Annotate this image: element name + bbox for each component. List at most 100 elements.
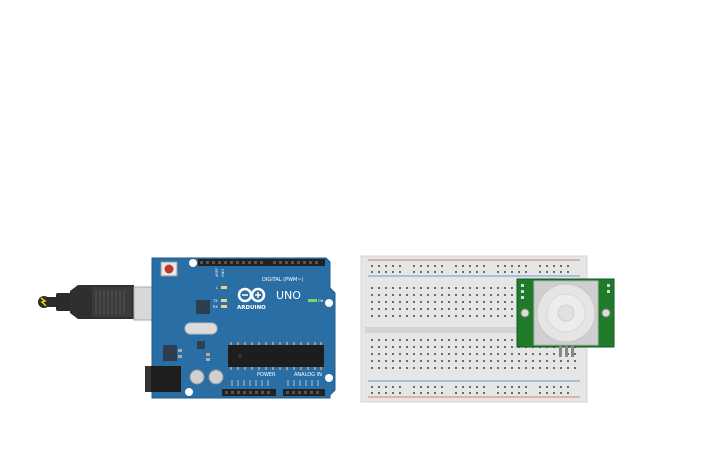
breadboard-hole[interactable]	[546, 271, 548, 273]
breadboard-hole[interactable]	[385, 353, 387, 355]
breadboard-hole[interactable]	[441, 392, 443, 394]
breadboard-hole[interactable]	[378, 346, 380, 348]
breadboard-hole[interactable]	[448, 360, 450, 362]
breadboard-hole[interactable]	[441, 353, 443, 355]
breadboard-hole[interactable]	[434, 367, 436, 369]
breadboard-hole[interactable]	[434, 315, 436, 317]
breadboard-hole[interactable]	[413, 301, 415, 303]
breadboard-hole[interactable]	[371, 294, 373, 296]
breadboard-hole[interactable]	[455, 271, 457, 273]
breadboard-hole[interactable]	[406, 360, 408, 362]
breadboard-hole[interactable]	[399, 315, 401, 317]
breadboard-hole[interactable]	[462, 265, 464, 267]
breadboard-hole[interactable]	[476, 339, 478, 341]
breadboard-hole[interactable]	[392, 271, 394, 273]
breadboard-hole[interactable]	[455, 386, 457, 388]
breadboard-hole[interactable]	[476, 346, 478, 348]
breadboard-hole[interactable]	[434, 360, 436, 362]
breadboard-hole[interactable]	[518, 386, 520, 388]
breadboard-hole[interactable]	[469, 315, 471, 317]
breadboard-hole[interactable]	[385, 386, 387, 388]
breadboard-hole[interactable]	[371, 339, 373, 341]
breadboard-hole[interactable]	[511, 392, 513, 394]
power-rail-top[interactable]	[371, 265, 569, 273]
breadboard-hole[interactable]	[490, 346, 492, 348]
breadboard-hole[interactable]	[539, 265, 541, 267]
breadboard-hole[interactable]	[539, 367, 541, 369]
breadboard-hole[interactable]	[406, 315, 408, 317]
breadboard-hole[interactable]	[371, 367, 373, 369]
breadboard-hole[interactable]	[462, 308, 464, 310]
breadboard-hole[interactable]	[476, 265, 478, 267]
breadboard-hole[interactable]	[476, 301, 478, 303]
breadboard-hole[interactable]	[378, 308, 380, 310]
breadboard-hole[interactable]	[448, 367, 450, 369]
breadboard-hole[interactable]	[448, 315, 450, 317]
breadboard-hole[interactable]	[546, 360, 548, 362]
breadboard-hole[interactable]	[462, 271, 464, 273]
breadboard-hole[interactable]	[504, 308, 506, 310]
breadboard-hole[interactable]	[378, 360, 380, 362]
breadboard-hole[interactable]	[371, 346, 373, 348]
breadboard-hole[interactable]	[378, 392, 380, 394]
breadboard-hole[interactable]	[567, 271, 569, 273]
breadboard-hole[interactable]	[420, 287, 422, 289]
breadboard-hole[interactable]	[399, 265, 401, 267]
breadboard-hole[interactable]	[469, 294, 471, 296]
breadboard-hole[interactable]	[406, 339, 408, 341]
breadboard-hole[interactable]	[371, 392, 373, 394]
breadboard-hole[interactable]	[483, 294, 485, 296]
breadboard-hole[interactable]	[455, 346, 457, 348]
breadboard-hole[interactable]	[497, 308, 499, 310]
breadboard-hole[interactable]	[413, 287, 415, 289]
breadboard-hole[interactable]	[546, 386, 548, 388]
breadboard-hole[interactable]	[553, 367, 555, 369]
breadboard-hole[interactable]	[413, 367, 415, 369]
breadboard-hole[interactable]	[539, 353, 541, 355]
breadboard-hole[interactable]	[455, 294, 457, 296]
breadboard-hole[interactable]	[413, 294, 415, 296]
breadboard-hole[interactable]	[392, 265, 394, 267]
breadboard-hole[interactable]	[378, 301, 380, 303]
breadboard-hole[interactable]	[441, 308, 443, 310]
breadboard-hole[interactable]	[532, 353, 534, 355]
breadboard-hole[interactable]	[434, 265, 436, 267]
breadboard-hole[interactable]	[497, 386, 499, 388]
breadboard-hole[interactable]	[448, 339, 450, 341]
breadboard-hole[interactable]	[385, 367, 387, 369]
breadboard-hole[interactable]	[455, 308, 457, 310]
breadboard-hole[interactable]	[560, 265, 562, 267]
breadboard-hole[interactable]	[567, 265, 569, 267]
breadboard-hole[interactable]	[539, 386, 541, 388]
breadboard-hole[interactable]	[371, 308, 373, 310]
breadboard-hole[interactable]	[441, 346, 443, 348]
breadboard-hole[interactable]	[539, 360, 541, 362]
breadboard-hole[interactable]	[462, 367, 464, 369]
breadboard-hole[interactable]	[483, 339, 485, 341]
breadboard-hole[interactable]	[504, 386, 506, 388]
breadboard-hole[interactable]	[385, 339, 387, 341]
breadboard-hole[interactable]	[469, 346, 471, 348]
breadboard-hole[interactable]	[560, 271, 562, 273]
breadboard-hole[interactable]	[378, 271, 380, 273]
breadboard-hole[interactable]	[525, 360, 527, 362]
breadboard-hole[interactable]	[574, 353, 576, 355]
breadboard-hole[interactable]	[371, 315, 373, 317]
breadboard-hole[interactable]	[462, 301, 464, 303]
breadboard-hole[interactable]	[378, 367, 380, 369]
breadboard-hole[interactable]	[497, 294, 499, 296]
breadboard-hole[interactable]	[483, 301, 485, 303]
breadboard-hole[interactable]	[434, 346, 436, 348]
breadboard-hole[interactable]	[497, 339, 499, 341]
breadboard-hole[interactable]	[420, 339, 422, 341]
breadboard-hole[interactable]	[420, 346, 422, 348]
breadboard-hole[interactable]	[511, 346, 513, 348]
breadboard-hole[interactable]	[462, 353, 464, 355]
breadboard-hole[interactable]	[371, 353, 373, 355]
breadboard-hole[interactable]	[448, 294, 450, 296]
breadboard-hole[interactable]	[525, 353, 527, 355]
pir-pins[interactable]	[559, 345, 574, 357]
breadboard-hole[interactable]	[483, 353, 485, 355]
breadboard-hole[interactable]	[490, 301, 492, 303]
